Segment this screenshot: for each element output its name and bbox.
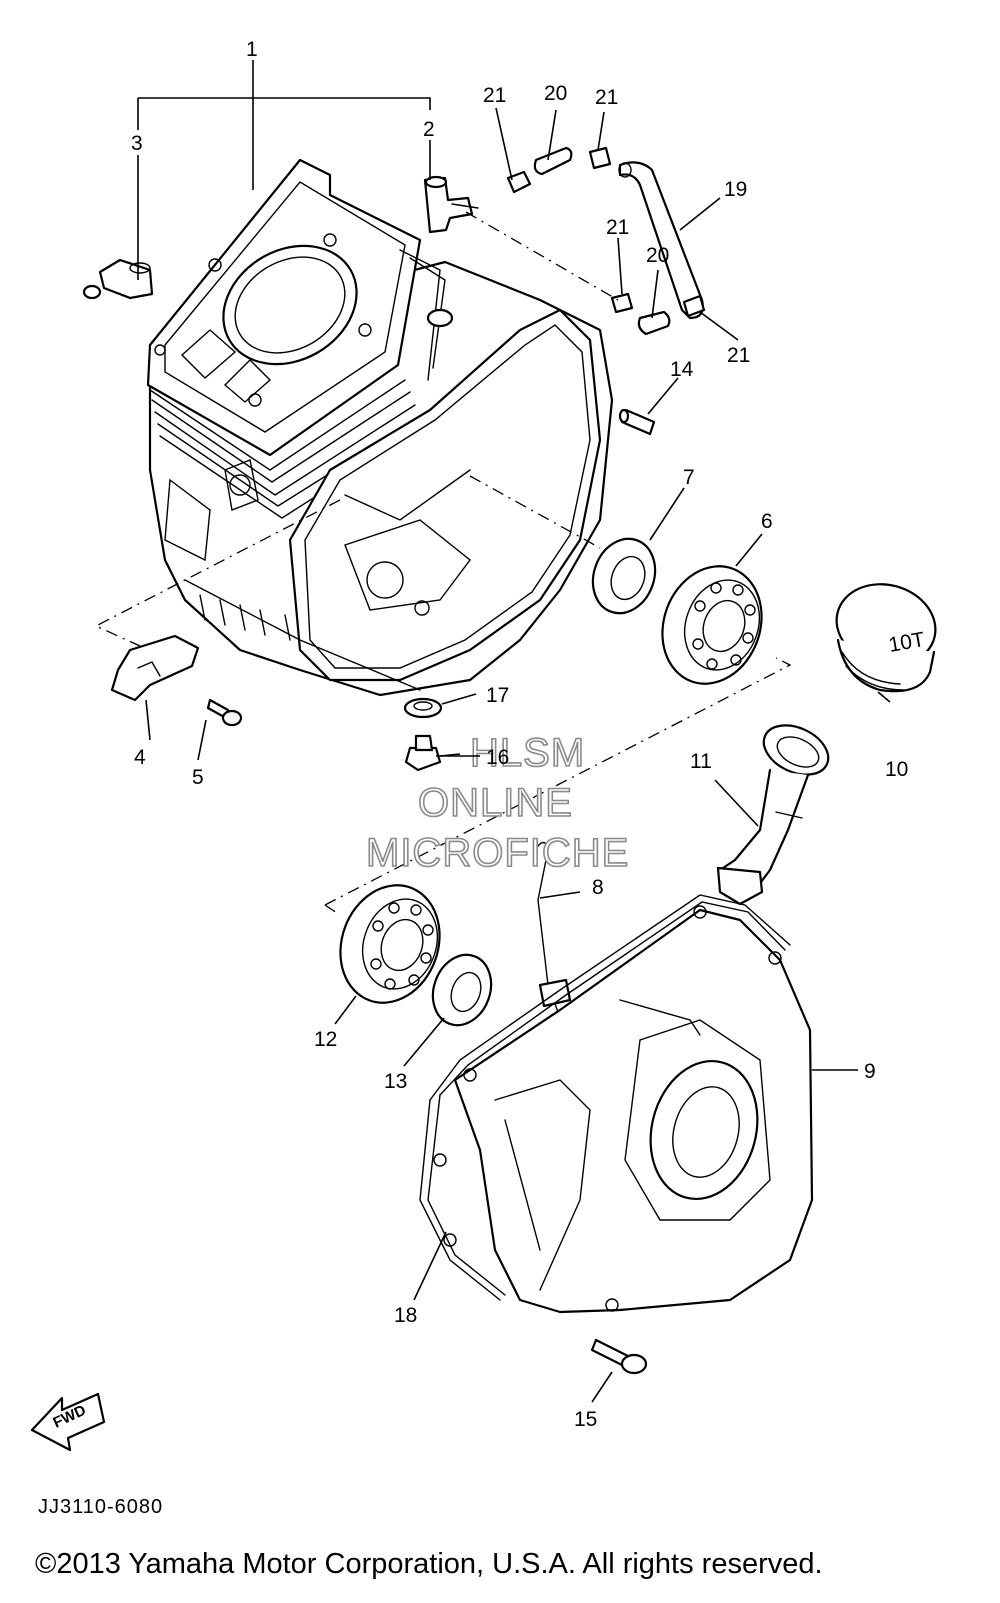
breather-union-part [423, 175, 479, 234]
filler-neck-part [716, 724, 830, 906]
callout-21-d: 21 [727, 344, 750, 367]
bearing-part-6 [661, 565, 763, 685]
callout-15: 15 [574, 1408, 597, 1431]
callout-9: 9 [864, 1060, 876, 1083]
callout-10: 10 [885, 758, 908, 781]
diagram-reference-code: JJ3110-6080 [38, 1496, 164, 1518]
forward-direction-arrow: FWD [30, 1392, 106, 1452]
watermark-line-3: MICROFICHE [366, 831, 629, 875]
gasket-part [427, 901, 786, 1296]
callout-3: 3 [131, 132, 143, 155]
clip-part-21-c [610, 292, 634, 314]
callout-20-lower: 20 [646, 244, 669, 267]
watermark-line-2: ONLINE [418, 781, 573, 825]
oil-seal-part-13 [431, 953, 493, 1027]
crankcase-cylinder-part [146, 158, 614, 697]
clip-part-21-a [506, 170, 532, 194]
callout-8: 8 [592, 876, 604, 899]
callout-16: 16 [486, 746, 509, 769]
alignment-lines [94, 211, 792, 916]
watermark-line-1: HLSM [470, 731, 585, 775]
callout-20-upper: 20 [544, 82, 567, 105]
drain-plug-part [404, 734, 442, 772]
oil-seal-part-7 [591, 537, 657, 615]
clip-part-21-b [588, 146, 612, 170]
clip-part-21-d [682, 294, 706, 318]
callout-14: 14 [670, 358, 694, 381]
bracket-part [110, 634, 200, 702]
callout-21-c: 21 [606, 216, 629, 239]
dowel-pin-part [618, 408, 656, 436]
breather-hose-part-19 [618, 161, 704, 320]
callout-11: 11 [690, 750, 712, 773]
callout-6: 6 [761, 510, 773, 533]
bearing-part-12 [339, 884, 441, 1004]
callout-21-a: 21 [483, 84, 506, 107]
bolt-part-5 [206, 698, 243, 727]
callout-4: 4 [134, 746, 146, 769]
crankcase-cover-part [419, 894, 814, 1314]
callout-2: 2 [423, 118, 435, 141]
callout-17: 17 [486, 684, 509, 707]
callout-13: 13 [384, 1070, 407, 1093]
leader-lines [137, 60, 891, 1403]
callout-19: 19 [724, 178, 747, 201]
callout-18: 18 [394, 1304, 417, 1327]
callout-21-b: 21 [595, 86, 618, 109]
filler-cap-part: 10T [835, 583, 937, 693]
bolt-part-15 [590, 1338, 648, 1375]
copyright-notice: ©2013 Yamaha Motor Corporation, U.S.A. A… [35, 1548, 823, 1580]
watermark: HLSM ONLINE MICROFICHE [365, 730, 629, 876]
washer-part-17 [403, 697, 443, 719]
plug-fitting-part [82, 258, 154, 300]
hose-part-20-lower [637, 310, 671, 336]
callout-labels: 1 2 3 4 5 6 7 8 9 10 11 12 13 14 15 16 1… [131, 38, 908, 1431]
hose-part-20-upper [533, 146, 573, 176]
callout-1: 1 [246, 38, 258, 61]
callout-5: 5 [192, 766, 204, 789]
callout-12: 12 [314, 1028, 337, 1051]
callout-7: 7 [683, 466, 695, 489]
